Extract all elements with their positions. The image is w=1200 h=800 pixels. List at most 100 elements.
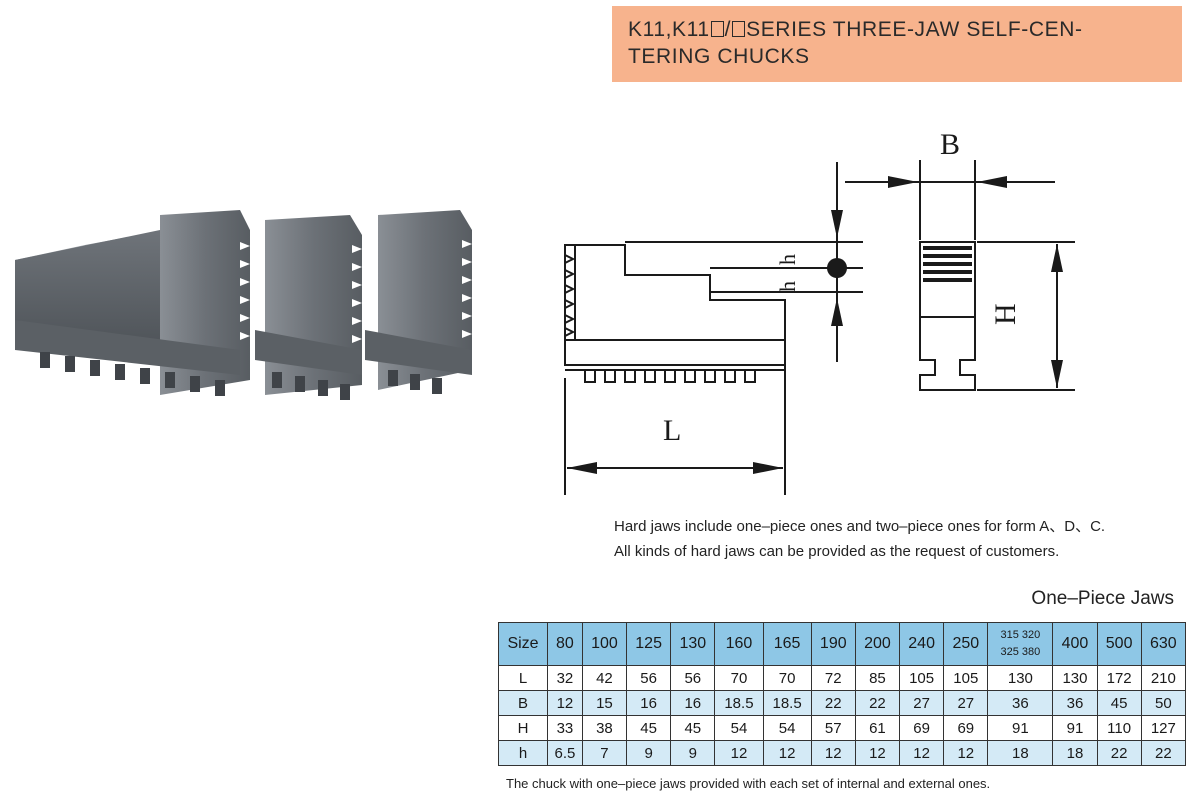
table-cell: 210 bbox=[1140, 665, 1187, 691]
table-cell: 38 bbox=[581, 715, 628, 741]
table-cell: 54 bbox=[762, 715, 812, 741]
technical-drawing: B L H h h bbox=[564, 128, 1075, 495]
row-label: H bbox=[498, 715, 548, 741]
header-cell: 200 bbox=[854, 622, 901, 666]
table-cell: 12 bbox=[943, 740, 989, 766]
table-cell: 16 bbox=[670, 690, 716, 716]
dimension-label-h-small-2: h bbox=[775, 281, 800, 292]
table-cell: 12 bbox=[899, 740, 945, 766]
header-cell: 500 bbox=[1096, 622, 1142, 666]
table-cell: 50 bbox=[1140, 690, 1187, 716]
table-cell: 9 bbox=[626, 740, 672, 766]
table-cell: 9 bbox=[670, 740, 716, 766]
stack-bottom: 325 380 bbox=[1000, 646, 1041, 658]
table-cell: 45 bbox=[670, 715, 716, 741]
table-cell: 36 bbox=[1052, 690, 1098, 716]
jaw-size-table: Size 80 100 125 130 160 165 190 200 240 … bbox=[498, 622, 1187, 766]
jaw-middle bbox=[255, 215, 362, 400]
row-label: h bbox=[498, 740, 548, 766]
table-cell: 72 bbox=[810, 665, 856, 691]
table-cell: 57 bbox=[810, 715, 856, 741]
table-cell: 16 bbox=[626, 690, 672, 716]
table-cell: 91 bbox=[987, 715, 1054, 741]
stack-top: 315 320 bbox=[1000, 629, 1041, 641]
table-cell: 105 bbox=[899, 665, 945, 691]
header-cell: Size bbox=[498, 622, 548, 666]
table-footnote: The chuck with one–piece jaws provided w… bbox=[506, 776, 991, 791]
table-row: H 33 38 45 45 54 54 57 61 69 69 91 91 11… bbox=[498, 715, 1187, 741]
row-label: B bbox=[498, 690, 548, 716]
dimension-label-h-small-1: h bbox=[775, 254, 800, 265]
table-cell: 27 bbox=[943, 690, 989, 716]
header-cell: 100 bbox=[581, 622, 628, 666]
table-cell: 91 bbox=[1052, 715, 1098, 741]
table-caption: One–Piece Jaws bbox=[1031, 588, 1174, 609]
table-cell: 32 bbox=[547, 665, 583, 691]
title-slash: / bbox=[724, 18, 732, 41]
table-cell: 36 bbox=[987, 690, 1054, 716]
table-header-row: Size 80 100 125 130 160 165 190 200 240 … bbox=[498, 622, 1187, 666]
note-line-2: All kinds of hard jaws can be provided a… bbox=[614, 543, 1060, 560]
table-cell: 6.5 bbox=[547, 740, 583, 766]
table-cell: 27 bbox=[899, 690, 945, 716]
table-cell: 12 bbox=[810, 740, 856, 766]
header-cell: 240 bbox=[899, 622, 945, 666]
table-cell: 18 bbox=[987, 740, 1054, 766]
table-cell: 105 bbox=[943, 665, 989, 691]
table-cell: 12 bbox=[762, 740, 812, 766]
row-label: L bbox=[498, 665, 548, 691]
table-cell: 54 bbox=[714, 715, 764, 741]
table-cell: 45 bbox=[626, 715, 672, 741]
table-row: B 12 15 16 16 18.5 18.5 22 22 27 27 36 3… bbox=[498, 690, 1187, 716]
table-cell: 33 bbox=[547, 715, 583, 741]
table-cell: 22 bbox=[1096, 740, 1142, 766]
header-cell: 630 bbox=[1140, 622, 1187, 666]
table-cell: 18.5 bbox=[762, 690, 812, 716]
table-cell: 7 bbox=[581, 740, 628, 766]
table-cell: 130 bbox=[987, 665, 1054, 691]
dimension-label-b: B bbox=[940, 128, 960, 161]
table-cell: 69 bbox=[943, 715, 989, 741]
table-cell: 12 bbox=[854, 740, 901, 766]
header-cell: 250 bbox=[943, 622, 989, 666]
table-cell: 22 bbox=[854, 690, 901, 716]
dimension-label-l: L bbox=[663, 414, 681, 447]
table-cell: 45 bbox=[1096, 690, 1142, 716]
table-cell: 18 bbox=[1052, 740, 1098, 766]
title-rest: SERIES THREE-JAW SELF-CEN- bbox=[746, 18, 1083, 41]
table-cell: 22 bbox=[810, 690, 856, 716]
table-cell: 56 bbox=[626, 665, 672, 691]
header-cell: 160 bbox=[714, 622, 764, 666]
table-cell: 110 bbox=[1096, 715, 1142, 741]
table-row: h 6.5 7 9 9 12 12 12 12 12 12 18 18 22 2… bbox=[498, 740, 1187, 766]
table-cell: 69 bbox=[899, 715, 945, 741]
square-placeholder-icon bbox=[732, 21, 746, 37]
table-cell: 70 bbox=[762, 665, 812, 691]
title-banner: K11,K11/SERIES THREE-JAW SELF-CEN- TERIN… bbox=[612, 6, 1182, 82]
header-cell: 400 bbox=[1052, 622, 1098, 666]
header-cell: 80 bbox=[547, 622, 583, 666]
header-cell: 165 bbox=[762, 622, 812, 666]
header-cell: 190 bbox=[810, 622, 856, 666]
table-cell: 130 bbox=[1052, 665, 1098, 691]
table-cell: 15 bbox=[581, 690, 628, 716]
table-cell: 56 bbox=[670, 665, 716, 691]
table-row: L 32 42 56 56 70 70 72 85 105 105 130 13… bbox=[498, 665, 1187, 691]
table-cell: 61 bbox=[854, 715, 901, 741]
note-line-1: Hard jaws include one–piece ones and two… bbox=[614, 518, 1106, 535]
table-cell: 12 bbox=[547, 690, 583, 716]
table-cell: 22 bbox=[1140, 740, 1187, 766]
header-cell: 130 bbox=[670, 622, 716, 666]
title-prefix: K11,K11 bbox=[628, 18, 710, 41]
table-cell: 12 bbox=[714, 740, 764, 766]
table-cell: 127 bbox=[1140, 715, 1187, 741]
jaw-large bbox=[15, 210, 250, 396]
jaw-small bbox=[365, 210, 472, 394]
dimension-label-h: H bbox=[989, 303, 1022, 325]
chuck-jaws-photo bbox=[15, 210, 472, 400]
table-cell: 70 bbox=[714, 665, 764, 691]
header-cell: 125 bbox=[626, 622, 672, 666]
table-cell: 18.5 bbox=[714, 690, 764, 716]
table-cell: 85 bbox=[854, 665, 901, 691]
table-cell: 42 bbox=[581, 665, 628, 691]
